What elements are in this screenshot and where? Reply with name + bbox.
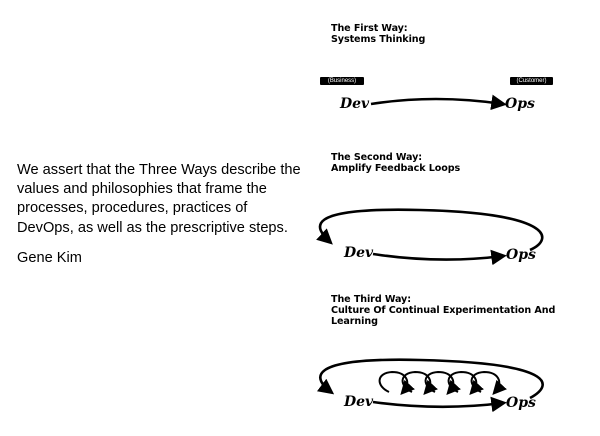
business-tag: (Business) xyxy=(320,77,364,85)
third-way-experiment-loops xyxy=(378,370,507,395)
second-way-ops-label: Ops xyxy=(506,247,536,263)
experiment-loop-4 xyxy=(447,370,484,395)
third-way-dev-label: Dev xyxy=(343,394,374,410)
quote-text: We assert that the Three Ways describe t… xyxy=(17,162,301,236)
second-way-feedback-loop-arrow xyxy=(316,208,544,252)
experiment-loop-3 xyxy=(424,370,461,395)
third-way-title-line3: Learning xyxy=(331,316,378,328)
first-way-title-line1: The First Way: xyxy=(331,23,408,34)
third-way-title-line1: The Third Way: xyxy=(331,294,411,305)
third-way-title: The Third Way: Culture Of Continual Expe… xyxy=(331,294,555,328)
second-way-title-line1: The Second Way: xyxy=(331,152,422,163)
third-way-title-line2: Culture Of Continual Experimentation And xyxy=(331,305,556,317)
quote-author: Gene Kim xyxy=(17,250,82,266)
experiment-loop-1 xyxy=(378,370,415,395)
customer-tag: (Customer) xyxy=(510,77,553,85)
experiment-loop-5 xyxy=(470,370,507,395)
first-way-ops-label: Ops xyxy=(505,96,535,112)
second-way-dev-label: Dev xyxy=(343,245,374,261)
second-way-title: The Second Way: Amplify Feedback Loops xyxy=(331,152,460,174)
third-way-flow-arrow xyxy=(372,396,507,413)
first-way-dev-label: Dev xyxy=(339,96,370,112)
first-way-flow-arrow xyxy=(370,94,507,111)
third-way-feedback-loop-arrow xyxy=(316,358,544,400)
first-way-title: The First Way: Systems Thinking xyxy=(331,23,425,45)
second-way-flow-arrow xyxy=(372,249,507,266)
third-way-ops-label: Ops xyxy=(506,395,536,411)
first-way-title-line2: Systems Thinking xyxy=(331,34,426,46)
experiment-loop-2 xyxy=(401,370,438,395)
second-way-title-line2: Amplify Feedback Loops xyxy=(331,163,461,175)
